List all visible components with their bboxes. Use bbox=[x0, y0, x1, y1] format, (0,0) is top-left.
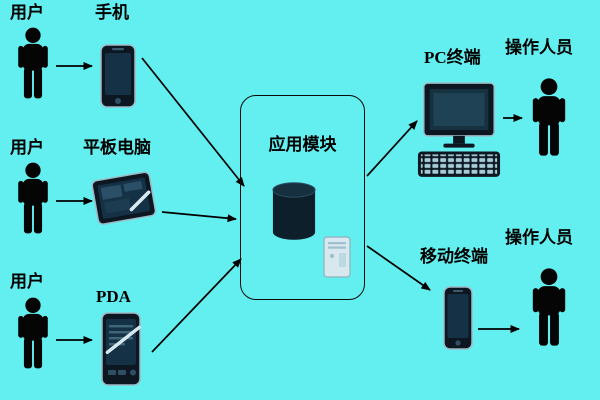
edge-pda-appmodule bbox=[151, 258, 242, 353]
tablet-icon bbox=[89, 167, 161, 231]
mobile-terminal-icon bbox=[443, 286, 473, 350]
database-icon bbox=[271, 181, 317, 243]
label-phone: 手机 bbox=[95, 3, 129, 22]
label-pc-terminal: PC终端 bbox=[424, 48, 481, 67]
label-user-1: 用户 bbox=[10, 3, 44, 22]
operator-icon-1 bbox=[526, 72, 572, 162]
label-pda: PDA bbox=[96, 287, 131, 306]
edge-tablet-appmodule bbox=[161, 211, 237, 223]
label-user-3: 用户 bbox=[10, 272, 44, 291]
pda-icon bbox=[100, 312, 142, 386]
edge-appmodule-pc bbox=[366, 120, 418, 177]
label-user-2: 用户 bbox=[10, 138, 44, 157]
label-mobile-terminal: 移动终端 bbox=[420, 247, 488, 266]
app-module-box: 应用模块 bbox=[240, 95, 365, 300]
label-operator-2: 操作人员 bbox=[505, 228, 573, 247]
user-icon-3 bbox=[12, 296, 54, 370]
operator-icon-2 bbox=[526, 262, 572, 352]
label-operator-1: 操作人员 bbox=[505, 38, 573, 57]
label-tablet: 平板电脑 bbox=[83, 138, 151, 157]
user-icon-1 bbox=[12, 26, 54, 100]
edge-phone-appmodule bbox=[141, 57, 245, 187]
pc-terminal-icon bbox=[416, 80, 502, 180]
label-app-module: 应用模块 bbox=[268, 135, 337, 154]
server-icon bbox=[323, 236, 351, 278]
phone-icon bbox=[100, 44, 136, 108]
user-icon-2 bbox=[12, 161, 54, 235]
